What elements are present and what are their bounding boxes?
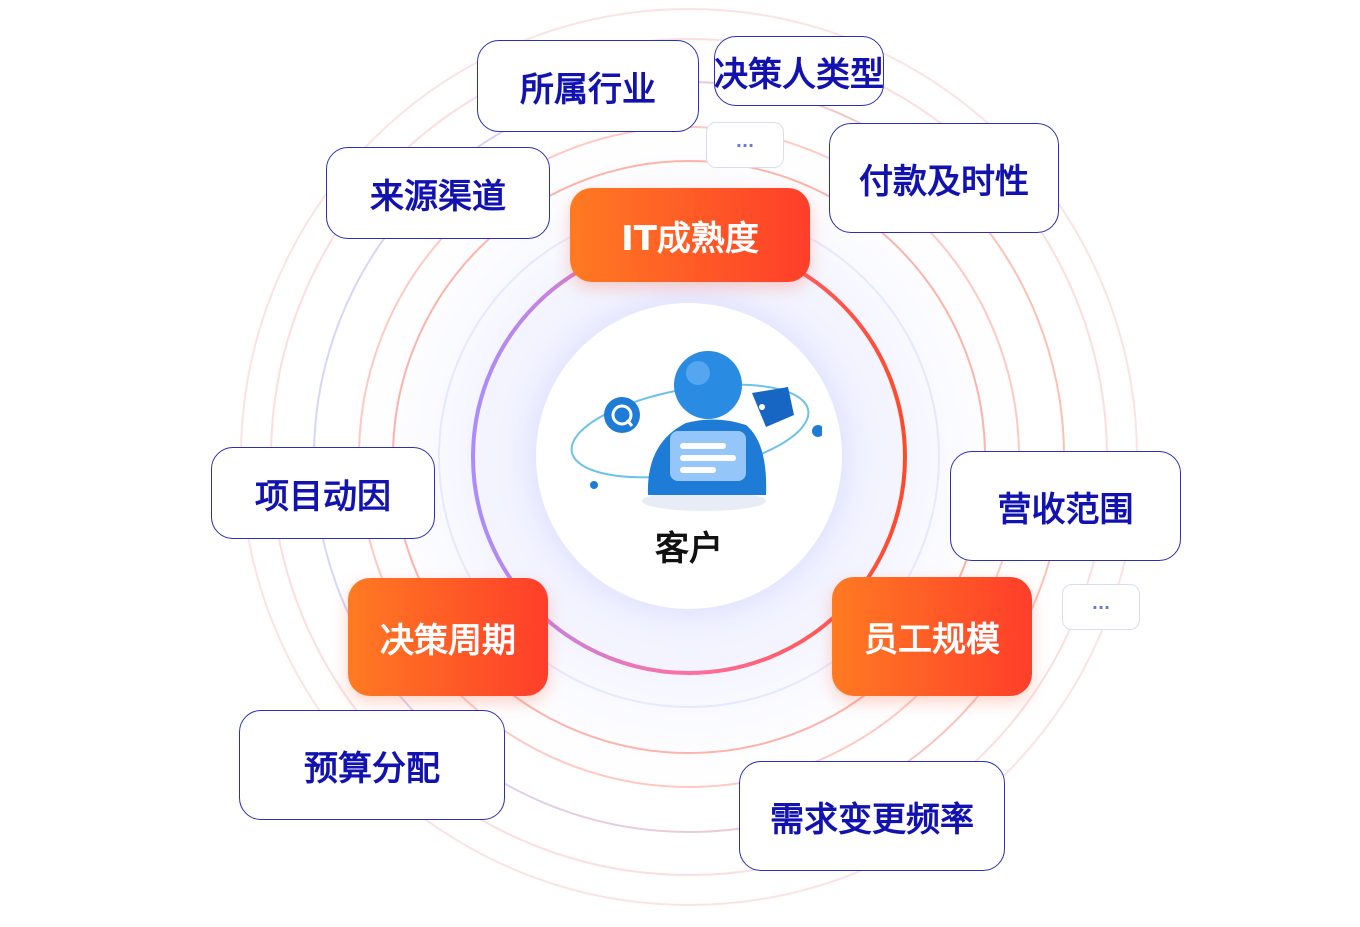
tag-industry: 所属行业 <box>477 40 699 132</box>
tag-decision-cycle: 决策周期 <box>348 578 548 696</box>
tag-revenue-range: 营收范围 <box>950 451 1181 561</box>
center-label: 客户 <box>655 529 723 569</box>
more-chip-top: ··· <box>706 122 784 168</box>
more-chip-right: ··· <box>1062 584 1140 630</box>
tag-staff-scale: 员工规模 <box>832 577 1032 696</box>
customer-avatar-icon <box>570 351 822 511</box>
tag-it-maturity: IT成熟度 <box>570 188 810 282</box>
tag-source-channel: 来源渠道 <box>326 147 550 239</box>
tag-requirement-change-frequency: 需求变更频率 <box>739 761 1005 871</box>
tag-project-driver: 项目动因 <box>211 447 435 539</box>
center-customer-node: 客户 <box>536 303 842 609</box>
tag-payment-timeliness: 付款及时性 <box>829 123 1059 233</box>
tag-budget-allocation: 预算分配 <box>239 710 505 820</box>
tag-decision-maker-type: 决策人类型 <box>714 36 884 106</box>
